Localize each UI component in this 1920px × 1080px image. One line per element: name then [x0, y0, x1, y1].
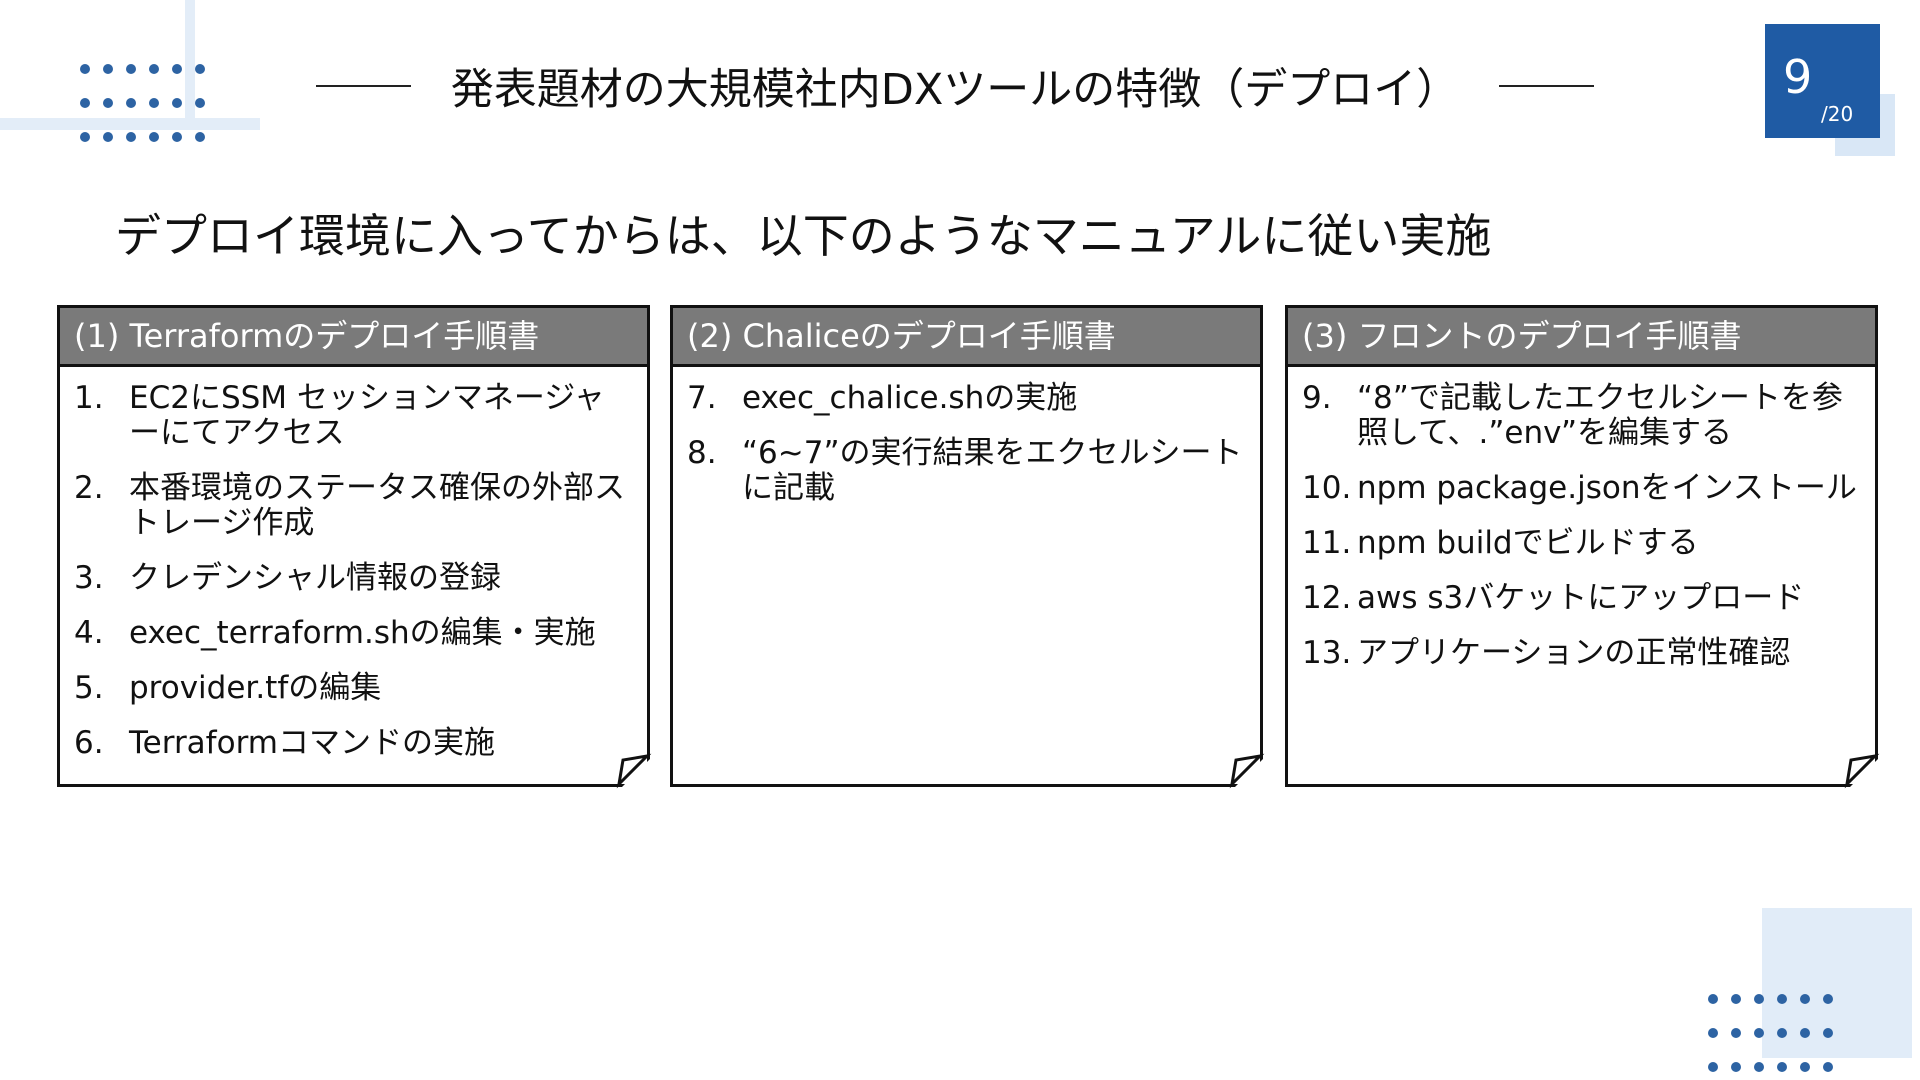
- step-number: 10.: [1302, 470, 1352, 506]
- step-text: provider.tfの編集: [129, 670, 382, 706]
- step-number: 13.: [1302, 635, 1352, 671]
- decorative-dots-bottom-right: [1708, 994, 1833, 1072]
- card-header: (3) フロントのデプロイ手順書: [1288, 308, 1875, 367]
- decorative-bar-vertical: [185, 0, 195, 130]
- step-number: 11.: [1302, 525, 1352, 561]
- list-item: 2. 本番環境のステータス確保の外部ストレージ作成: [74, 471, 633, 541]
- page-total: /20: [1821, 102, 1854, 126]
- step-number: 6.: [74, 725, 104, 761]
- folded-corner-icon: [616, 753, 652, 789]
- slide-subtitle: デプロイ環境に入ってからは、以下のようなマニュアルに従い実施: [115, 209, 1492, 263]
- step-list: 9. “8”で記載したエクセルシートを参照して、.”env”を編集する 10.np…: [1288, 367, 1875, 671]
- step-text: EC2にSSM セッションマネージャーにてアクセス: [129, 380, 605, 451]
- step-text: exec_chalice.shの実施: [742, 380, 1078, 416]
- step-number: 1.: [74, 380, 104, 416]
- title-rule-left: [315, 85, 411, 87]
- list-item: 12.aws s3バケットにアップロード: [1302, 581, 1861, 616]
- step-text: exec_terraform.shの編集・実施: [129, 615, 596, 651]
- folded-corner-icon: [1229, 753, 1265, 789]
- step-text: “8”で記載したエクセルシートを参照して、.”env”を編集する: [1357, 380, 1843, 451]
- page-number-badge: 9 /20: [1765, 24, 1880, 138]
- page-number: 9: [1783, 50, 1813, 104]
- list-item: 9. “8”で記載したエクセルシートを参照して、.”env”を編集する: [1302, 381, 1861, 451]
- list-item: 1. EC2にSSM セッションマネージャーにてアクセス: [74, 381, 633, 451]
- step-text: npm package.jsonをインストール: [1357, 470, 1857, 506]
- step-number: 12.: [1302, 580, 1352, 616]
- list-item: 5. provider.tfの編集: [74, 671, 633, 706]
- card-chalice: (2) Chaliceのデプロイ手順書 7. exec_chalice.shの実施…: [670, 305, 1266, 790]
- decorative-dots-top-left: [80, 64, 205, 142]
- folded-corner-icon: [1844, 753, 1880, 789]
- list-item: 13.アプリケーションの正常性確認: [1302, 636, 1861, 671]
- step-number: 8.: [687, 435, 717, 471]
- list-item: 7. exec_chalice.shの実施: [687, 381, 1246, 416]
- step-text: aws s3バケットにアップロード: [1357, 580, 1805, 616]
- title-rule-right: [1499, 85, 1595, 87]
- step-text: クレデンシャル情報の登録: [129, 560, 501, 596]
- step-number: 4.: [74, 615, 104, 651]
- list-item: 8. “6~7”の実行結果をエクセルシートに記載: [687, 436, 1246, 506]
- list-item: 4. exec_terraform.shの編集・実施: [74, 616, 633, 651]
- list-item: 10.npm package.jsonをインストール: [1302, 471, 1861, 506]
- step-number: 2.: [74, 470, 104, 506]
- card-header: (2) Chaliceのデプロイ手順書: [673, 308, 1260, 367]
- card-frontend: (3) フロントのデプロイ手順書 9. “8”で記載したエクセルシートを参照して、…: [1285, 305, 1881, 790]
- title-row: 発表題材の大規模社内DXツールの特徴（デプロイ）: [275, 58, 1635, 115]
- step-number: 7.: [687, 380, 717, 416]
- card-header: (1) Terraformのデプロイ手順書: [60, 308, 647, 367]
- step-number: 5.: [74, 670, 104, 706]
- step-number: 9.: [1302, 380, 1332, 416]
- decorative-square-bottom-right: [1762, 908, 1912, 1058]
- slide-title: 発表題材の大規模社内DXツールの特徴（デプロイ）: [450, 65, 1460, 115]
- list-item: 6. Terraformコマンドの実施: [74, 726, 633, 761]
- step-text: Terraformコマンドの実施: [129, 725, 495, 761]
- step-text: npm buildでビルドする: [1357, 525, 1699, 561]
- step-text: 本番環境のステータス確保の外部ストレージ作成: [129, 470, 625, 541]
- step-text: アプリケーションの正常性確認: [1357, 635, 1791, 671]
- list-item: 3. クレデンシャル情報の登録: [74, 561, 633, 596]
- decorative-bar-horizontal: [0, 118, 260, 130]
- card-terraform: (1) Terraformのデプロイ手順書 1. EC2にSSM セッションマネー…: [57, 305, 653, 790]
- step-list: 1. EC2にSSM セッションマネージャーにてアクセス 2. 本番環境のステータス…: [60, 367, 647, 761]
- step-number: 3.: [74, 560, 104, 596]
- list-item: 11.npm buildでビルドする: [1302, 526, 1861, 561]
- step-list: 7. exec_chalice.shの実施 8. “6~7”の実行結果をエクセルシー…: [673, 367, 1260, 506]
- step-text: “6~7”の実行結果をエクセルシートに記載: [742, 435, 1243, 506]
